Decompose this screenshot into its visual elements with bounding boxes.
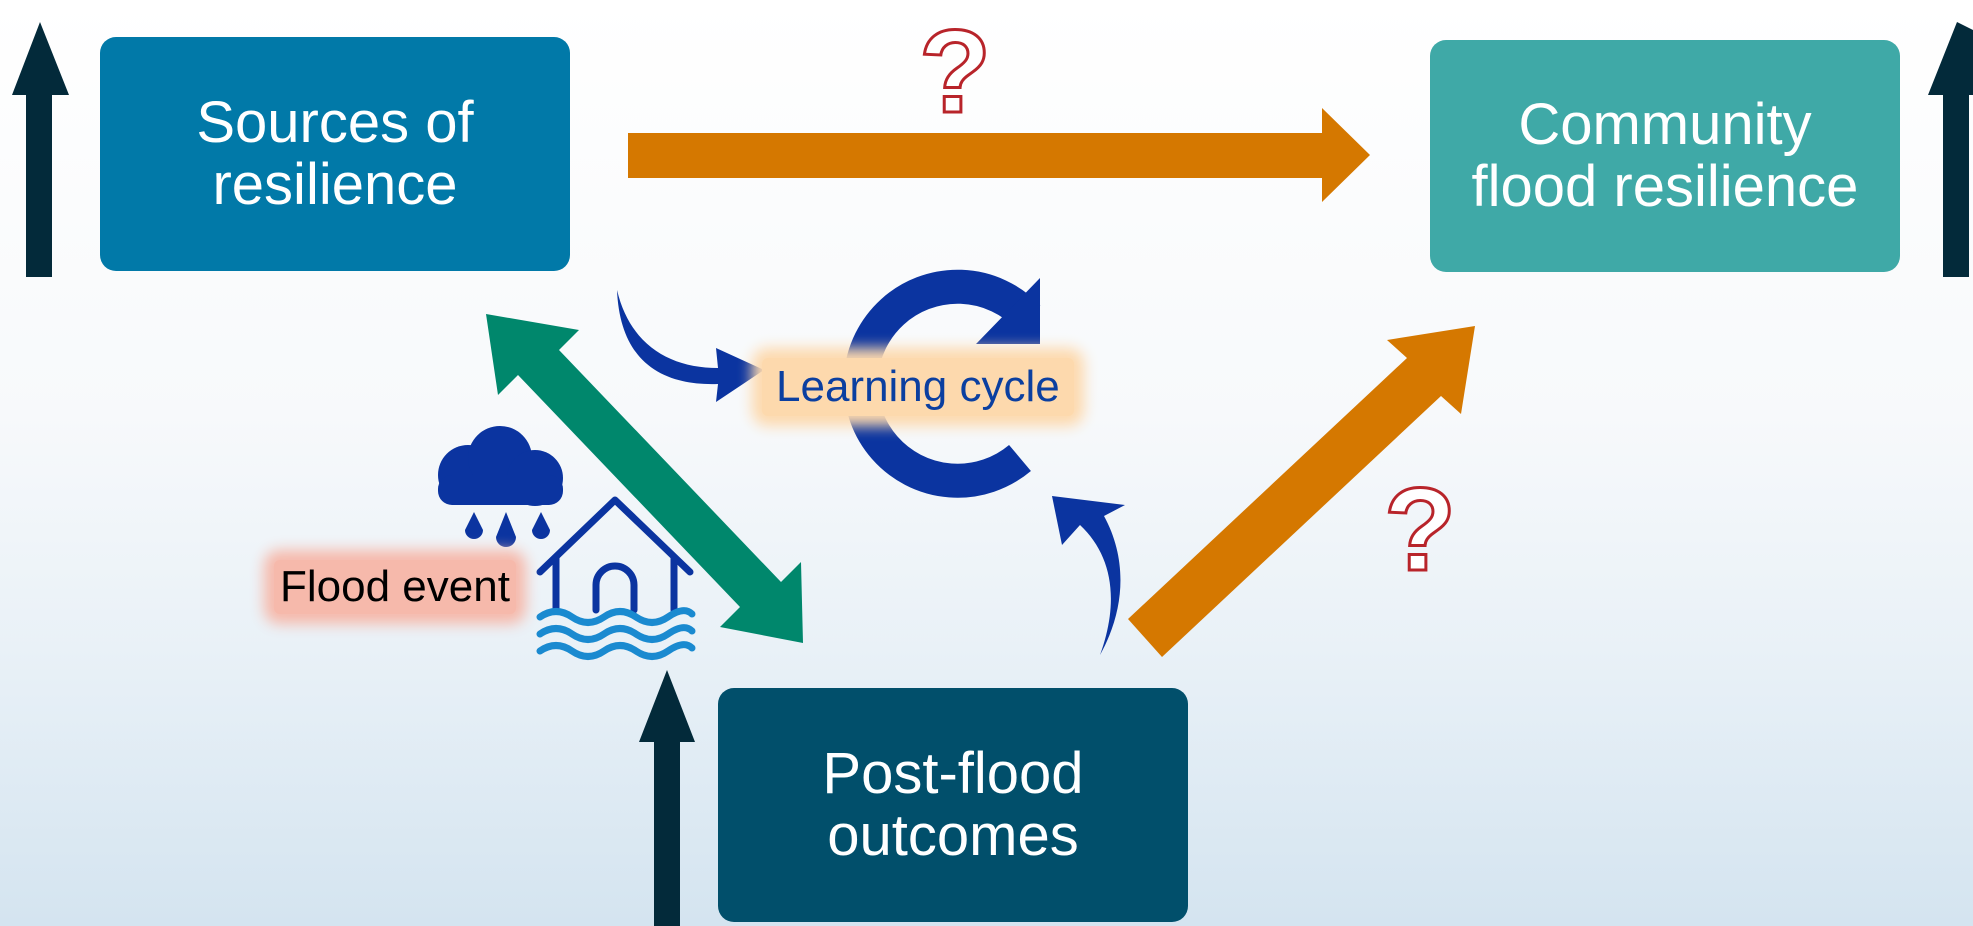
node-post-flood-outcomes: Post-flood outcomes (718, 688, 1188, 922)
learning-cycle-label: Learning cycle (762, 358, 1074, 416)
node-sources-label: Sources of resilience (196, 90, 474, 217)
node-community-flood-resilience: Community flood resilience (1430, 40, 1900, 272)
node-post-flood-label: Post-flood outcomes (822, 741, 1084, 868)
node-sources-of-resilience: Sources of resilience (100, 37, 570, 271)
curved-arrow-into-cycle-bottom (1052, 496, 1125, 655)
flood-event-label: Flood event (274, 560, 516, 614)
question-mark-icon-right: ? (1384, 464, 1456, 596)
flooded-house-icon (536, 496, 696, 660)
up-arrow-icon-bottom (639, 670, 695, 926)
arrow-sources-post-double (486, 314, 803, 643)
arrow-post-to-community (1128, 326, 1475, 657)
up-arrow-icon-left (12, 22, 69, 277)
curved-arrow-into-cycle-top (617, 290, 764, 402)
rain-cloud-icon (438, 426, 563, 547)
up-arrow-icon-right (1928, 22, 1973, 277)
arrow-sources-to-community (628, 108, 1370, 202)
question-mark-icon-top: ? (919, 6, 991, 138)
node-community-label: Community flood resilience (1471, 92, 1859, 219)
